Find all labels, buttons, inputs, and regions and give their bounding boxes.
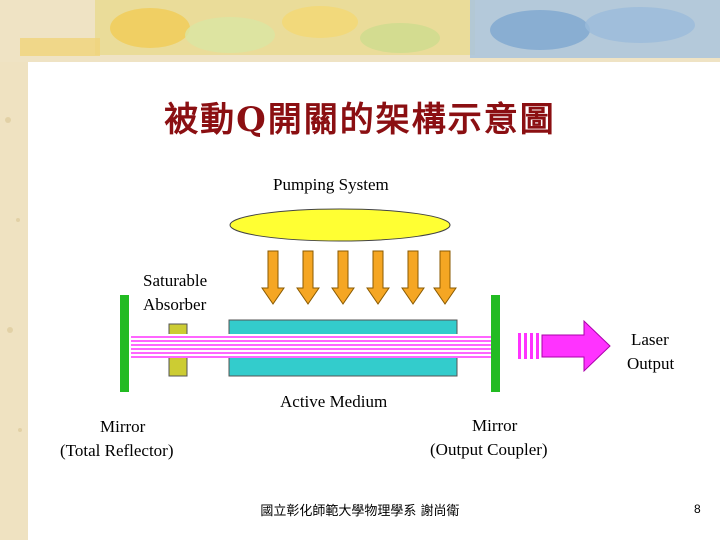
laser-output-arrow [541,319,611,373]
mirror-total-reflector [120,295,129,392]
output-beam-stripes [518,333,539,359]
slide-panel [28,62,720,540]
mirror-output-coupler [491,295,500,392]
label-mirror-left-line1: Mirror [100,417,146,436]
pump-arrow [261,250,285,305]
label-mirror-left-line2: (Total Reflector) [60,441,174,460]
pump-arrow [433,250,457,305]
laser-beam [131,334,491,358]
slide-title: 被動Q開關的架構示意圖 [164,100,556,140]
pump-arrow [366,250,390,305]
footer-credit: 國立彰化師範大學物理學系 謝尚衛 [260,504,460,519]
label-mirror-right-line2: (Output Coupler) [430,440,548,459]
label-saturable-absorber-line2: Absorber [143,295,207,314]
decorative-banner [0,0,720,62]
label-laser-output-line2: Output [627,354,675,373]
label-laser-output-line1: Laser [631,330,669,349]
pump-arrow [296,250,320,305]
pump-arrow [331,250,355,305]
pump-arrow [401,250,425,305]
page-number: 8 [694,502,701,516]
pump-arrows [261,250,457,305]
pump-lamp [229,208,451,242]
label-mirror-right-line1: Mirror [472,416,518,435]
label-saturable-absorber-line1: Saturable [143,271,208,290]
label-pumping-system: Pumping System [273,175,389,194]
label-active-medium: Active Medium [280,392,388,411]
